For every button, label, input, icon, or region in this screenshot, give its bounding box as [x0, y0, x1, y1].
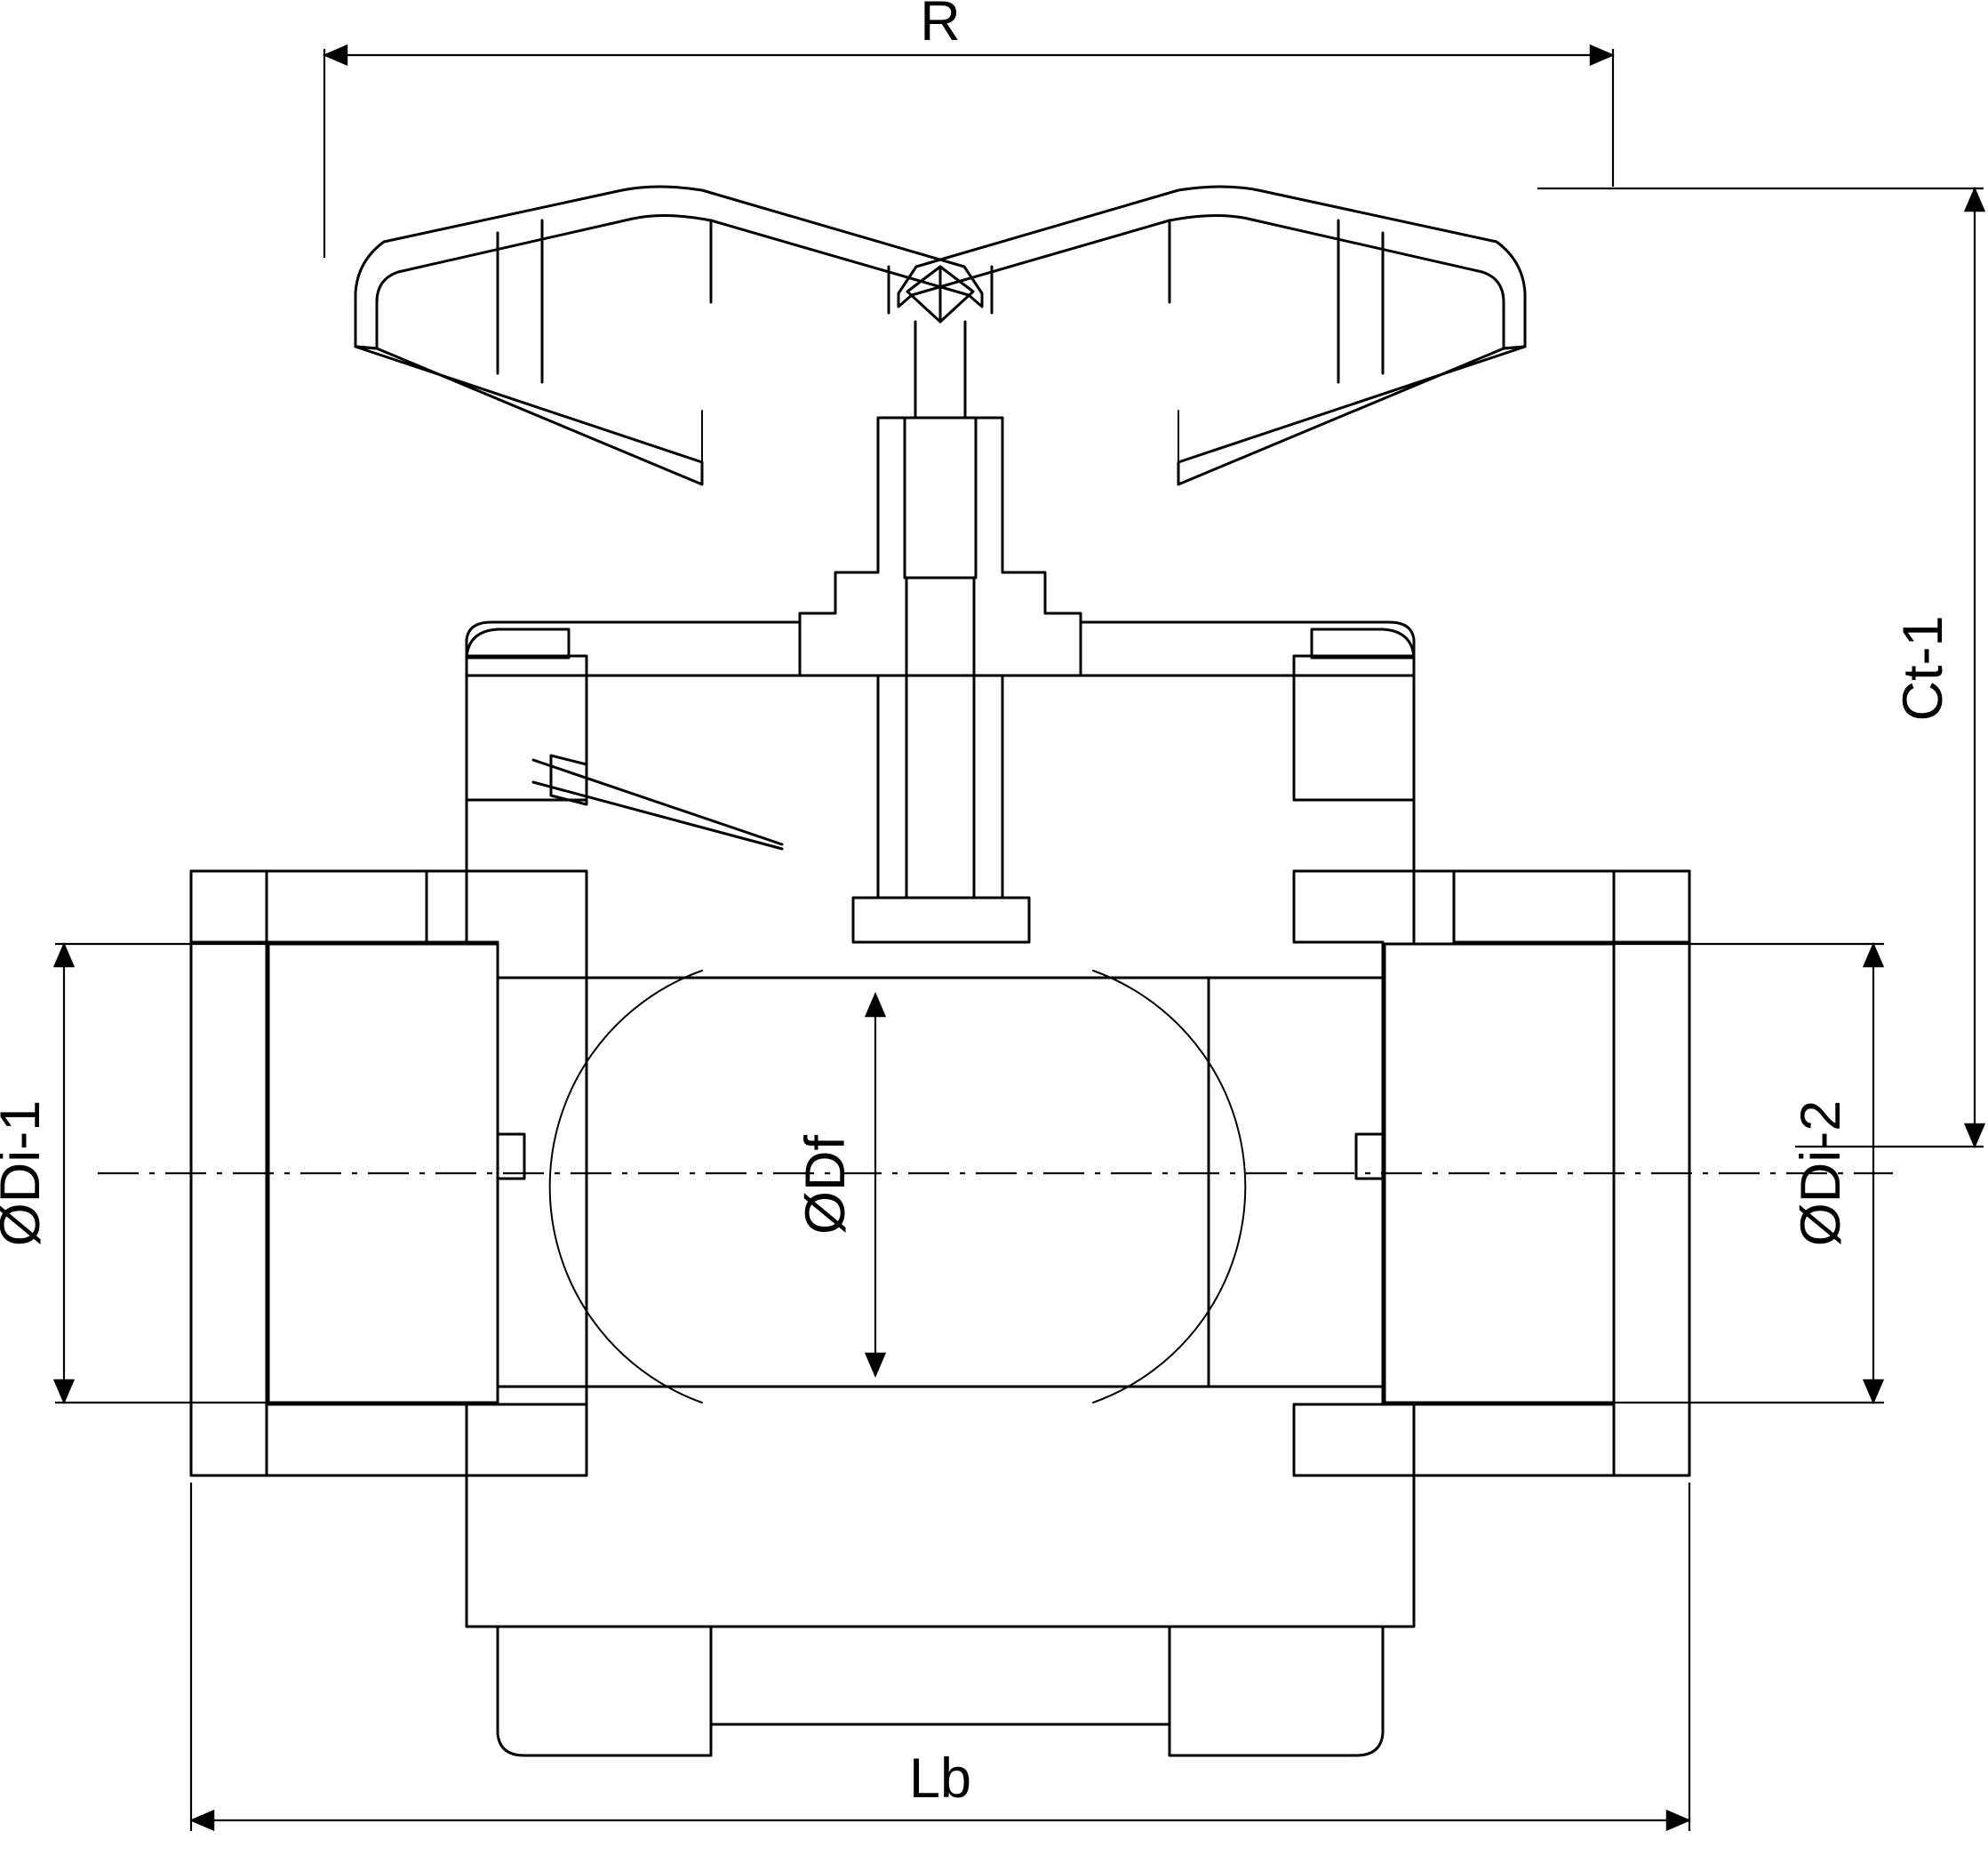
nut-left-detail-2 [531, 780, 784, 851]
stem-right-edge [972, 576, 1004, 900]
body-bottom-left-skirt [496, 1625, 713, 1757]
nut-left-detail-1 [531, 758, 784, 846]
union-nut-left [465, 628, 784, 851]
right-socket-inner [1292, 869, 1456, 1406]
bore-cavity-fill [588, 979, 1207, 1385]
handle-left-taper [354, 345, 704, 486]
dimension-R: R [322, 0, 1616, 258]
handle-lever [354, 185, 1527, 486]
ball-right-arc [1092, 970, 1247, 1403]
left-socket-inner [425, 869, 588, 1406]
body-upper-block [465, 674, 1416, 979]
dimension-Di1-label: ØDi-1 [0, 1100, 52, 1247]
stem-shoulder [851, 896, 1031, 944]
dimension-R-label: R [920, 0, 961, 52]
handle-right-taper [1177, 345, 1527, 486]
dimension-Lb-label: Lb [909, 1747, 971, 1810]
dimension-Ct-1: Ct-1 [1537, 186, 1986, 1149]
left-socket-top-wall [189, 869, 428, 944]
body-bottom-center [709, 1625, 1171, 1726]
nut-right-body [1292, 654, 1416, 802]
dimension-Di-1: ØDi-1 [0, 941, 275, 1405]
ball-left-arc [548, 970, 703, 1403]
stem-shaft [905, 576, 976, 900]
nut-left-body [465, 654, 588, 802]
nut-right-top-lug [1310, 628, 1416, 660]
body-lower-block [465, 1385, 1416, 1628]
nut-left-top-lug [465, 628, 571, 660]
stem-top-slot [903, 416, 978, 580]
dimension-Df-label: ØDf [794, 1135, 857, 1235]
right-socket-bottom-wall [1292, 1403, 1616, 1477]
left-socket-bottom-wall [265, 1403, 588, 1477]
stem-left-edge [876, 576, 908, 900]
left-oring-groove [496, 1132, 526, 1180]
handle-hub-neck [914, 320, 967, 420]
dimension-Di2-label: ØDi-2 [1790, 1100, 1852, 1247]
right-oring-groove [1354, 1132, 1385, 1180]
handle-left-inner-line [376, 348, 703, 485]
nut-left-seal [549, 754, 588, 806]
right-socket-top-wall [1452, 869, 1691, 944]
body-top-left-shoulder [465, 620, 802, 677]
dimension-Lb: Lb [188, 1483, 1692, 1832]
stem-assembly [798, 416, 1082, 944]
dimension-Di-2: ØDi-2 [1609, 941, 1885, 1405]
dimension-Ct1-label: Ct-1 [1892, 615, 1954, 721]
handle-left-wing [354, 185, 984, 350]
handle-right-wing [897, 185, 1527, 350]
body-bottom-right-skirt [1168, 1625, 1385, 1757]
valve-body-center [465, 620, 1416, 1757]
handle-right-inner-line [1178, 348, 1505, 485]
union-nut-right [1292, 628, 1416, 802]
stem-upper-block [798, 416, 1082, 677]
dimension-Df: ØDf [794, 991, 887, 1379]
